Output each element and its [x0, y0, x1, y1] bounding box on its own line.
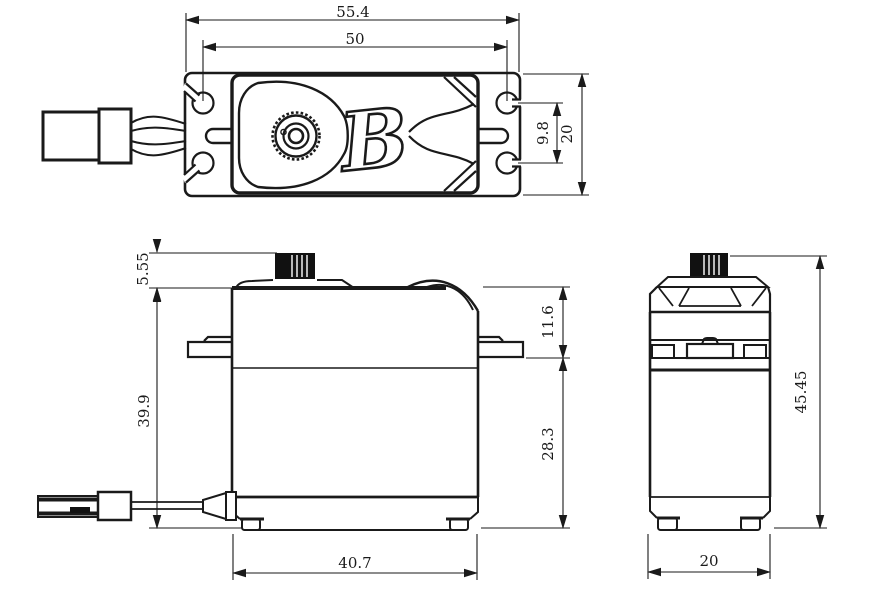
side-spline-teeth	[291, 255, 308, 277]
dim-label-hole-pitch: 9.8	[534, 121, 552, 145]
brand-logo-b: B	[334, 89, 413, 190]
mounting-hole-bottom-left	[182, 151, 215, 184]
wires	[130, 115, 187, 157]
dim-label-front-body-width: 20	[699, 552, 718, 570]
connector-latch	[70, 507, 90, 513]
dim-label-hole-span: 50	[345, 30, 364, 48]
top-view-case-outline	[230, 73, 480, 195]
top-view: B	[41, 71, 522, 198]
side-flange-tab-left	[186, 335, 232, 359]
dim-label-flange-to-base: 28.3	[539, 427, 557, 460]
side-case-edges	[230, 288, 480, 497]
dim-label-body-length: 40.7	[338, 554, 371, 572]
mounting-hole-bottom-right	[495, 151, 522, 175]
side-fin-outer	[407, 279, 480, 312]
wire-strain-relief	[202, 491, 227, 521]
dimension-top-body-width: 20	[523, 72, 589, 197]
side-flange-tab-right	[478, 335, 525, 359]
side-view-dimensions: 5.55 39.9 11.6 28.3 40.7	[134, 238, 570, 580]
connector-top-view	[41, 107, 187, 165]
wire-side	[131, 501, 204, 510]
gear-outer-circle	[274, 114, 318, 158]
dim-label-spline-height: 5.55	[134, 252, 152, 285]
dim-label-top-to-flange: 11.6	[539, 305, 557, 338]
dimension-overall-length: 55.4	[184, 3, 521, 72]
gear-mid-circle	[282, 122, 310, 150]
dimension-top-to-flange: 11.6	[483, 285, 570, 360]
front-view-dimensions: 45.45 20	[646, 254, 827, 579]
front-flange-bump	[701, 337, 719, 345]
side-bottom-cap	[231, 497, 479, 531]
dimension-hole-span: 50	[201, 30, 509, 101]
front-top-cap	[654, 276, 771, 288]
case-styling-lines	[408, 76, 477, 192]
front-housing-band	[648, 286, 772, 314]
dimension-total-height: 45.45	[730, 254, 827, 530]
front-spline-teeth	[703, 255, 720, 275]
dim-label-top-body-width: 20	[558, 124, 576, 143]
side-view	[37, 253, 525, 531]
connector-plug	[41, 110, 101, 162]
front-bottom-cap	[649, 497, 771, 531]
wire-collar	[225, 491, 237, 521]
index-dot	[280, 128, 287, 136]
dimension-body-length: 40.7	[231, 534, 479, 580]
top-view-dimensions: 55.4 50 9.8 20	[184, 3, 589, 197]
output-gear	[271, 111, 321, 161]
dimension-front-body-width: 20	[646, 534, 772, 579]
side-fin-inner	[426, 283, 474, 311]
dimension-flange-to-base: 28.3	[481, 356, 570, 530]
dim-label-overall-length: 55.4	[336, 3, 369, 21]
connector-plug-edges	[39, 497, 97, 516]
connector-side-view	[37, 490, 237, 522]
gear-housing-dome	[237, 80, 349, 190]
front-case-edges	[648, 312, 772, 497]
connector-shell	[97, 107, 133, 165]
gear-teeth-ring	[271, 111, 321, 161]
dim-label-total-height: 45.45	[792, 371, 810, 414]
dimension-body-height: 39.9	[135, 286, 243, 530]
front-view	[648, 253, 772, 531]
side-spline	[275, 253, 315, 279]
dimension-spline-height: 5.55	[134, 238, 277, 303]
spline-bore	[287, 127, 305, 145]
front-flange-band	[650, 337, 770, 372]
dimension-hole-pitch: 9.8	[518, 101, 563, 165]
connector-shell-side	[96, 490, 133, 522]
dim-label-body-height: 39.9	[135, 394, 153, 427]
